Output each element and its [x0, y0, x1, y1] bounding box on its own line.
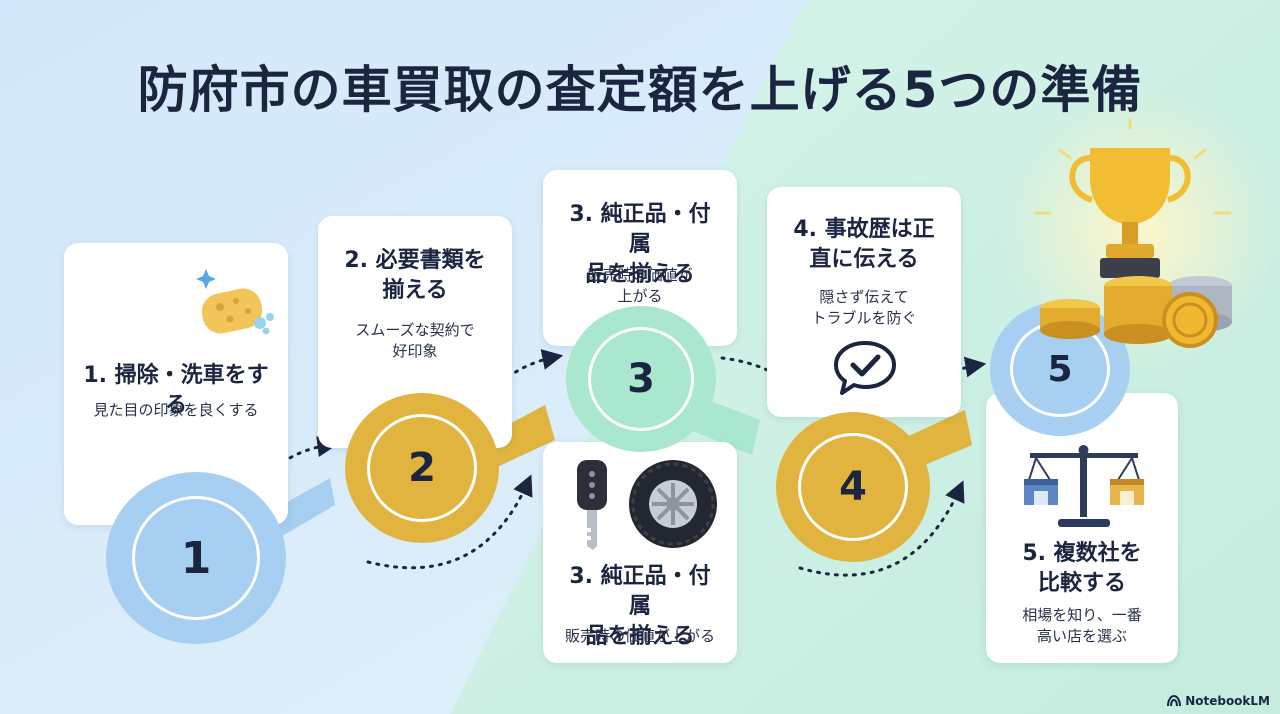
step-number-3: 3 — [588, 327, 694, 431]
trophy-coins-icon — [1034, 118, 1232, 348]
tire-icon — [629, 460, 717, 548]
chat-check-icon — [834, 341, 896, 395]
step-2-title: 2. 必要書類を 揃える — [344, 248, 486, 303]
step-4-title: 4. 事故歴は正 直に伝える — [793, 217, 935, 272]
step-3-lower-desc: 販売時の価値が上がる — [564, 627, 715, 645]
step-card-4: 4. 事故歴は正 直に伝える 隠さず伝えて トラブルを防ぐ — [767, 187, 961, 417]
step-1-title: 1. 掃除・洗車をする — [83, 363, 269, 418]
page-title: 防府市の車買取の査定額を上げる5つの準備 — [137, 61, 1143, 119]
step-circle-2: 2 — [345, 393, 499, 543]
step-card-3-lower: 3. 純正品・付属 品を揃える 販売時の価値が上がる — [543, 442, 737, 663]
car-key-icon — [577, 460, 607, 550]
step-circle-3: 3 — [566, 306, 716, 452]
brand-badge: NotebookLM — [1167, 694, 1270, 708]
step-5-desc: 相場を知り、一番 高い店を選ぶ — [1022, 606, 1142, 645]
step-2-desc: スムーズな契約で 好印象 — [355, 321, 475, 360]
step-number-1: 1 — [132, 496, 260, 620]
step-circle-4: 4 — [776, 412, 930, 562]
scale-icon — [1024, 445, 1144, 527]
step-circle-1: 1 — [106, 472, 286, 644]
step-3-title: 3. 純正品・付属 品を揃える — [569, 202, 711, 287]
sponge-icon — [196, 269, 274, 335]
step-5-title: 5. 複数社を 比較する — [1022, 541, 1142, 596]
step-card-5: 5. 複数社を 比較する 相場を知り、一番 高い店を選ぶ — [986, 393, 1178, 663]
step-number-4: 4 — [798, 433, 908, 541]
step-3-lower-title: 3. 純正品・付属 品を揃える — [569, 564, 711, 649]
notebooklm-logo-icon — [1167, 695, 1182, 707]
brand-label: NotebookLM — [1185, 694, 1270, 708]
step-1-desc: 見た目の印象を良くする — [93, 401, 259, 419]
step-4-desc: 隠さず伝えて トラブルを防ぐ — [811, 288, 917, 327]
step-3-desc: 販売時の価値が 上がる — [587, 266, 693, 305]
step-number-2: 2 — [367, 414, 477, 522]
